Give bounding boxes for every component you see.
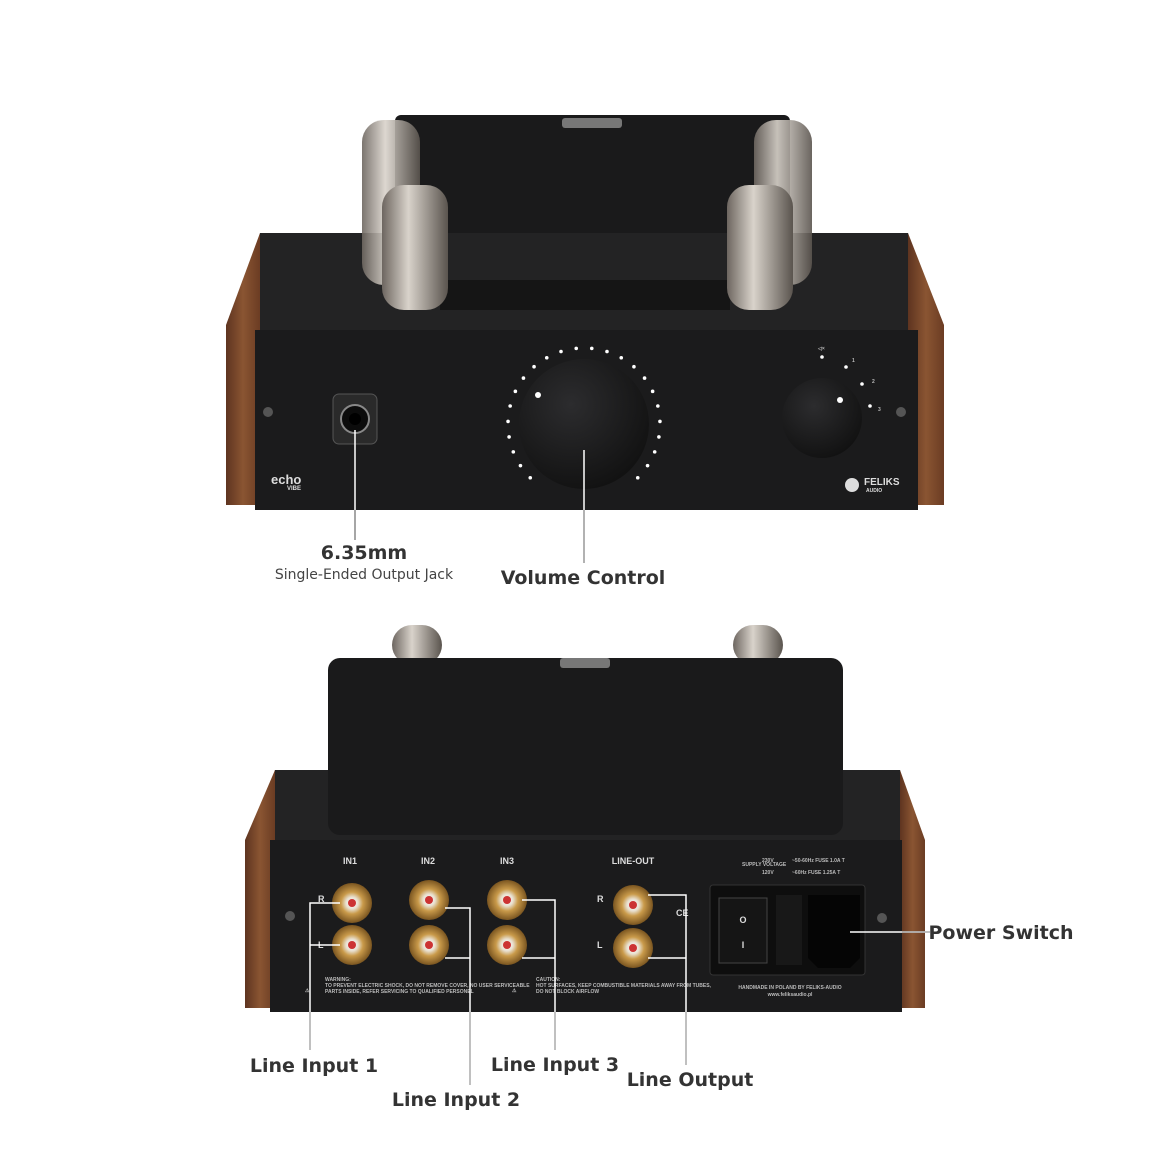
feliks-logo-icon [845,478,859,492]
selector-mark: 3 [878,407,881,413]
callout-line-output: Line Output [627,1069,754,1091]
iec-power-socket[interactable] [808,895,860,968]
screw [896,407,906,417]
website-text: www.feliksaudio.pl [767,992,813,998]
label-in1: IN1 [343,856,357,866]
wood-side-left [245,770,275,1008]
callout-jack-subtitle: Single-Ended Output Jack [275,567,454,583]
supply-120-spec: ~60Hz FUSE 1.25A T [792,870,840,876]
supply-120: 120V [762,870,774,876]
volume-scale-dot [658,419,662,424]
handmade-text: HANDMADE IN POLAND BY FELIKS-AUDIO [738,985,841,991]
volume-scale-dot [518,463,523,468]
feliks-logo-sub: AUDIO [866,488,882,494]
volume-scale-dot [521,376,526,380]
rca-jack[interactable] [613,885,653,925]
callout-line-input-2: Line Input 2 [392,1089,520,1111]
vent-grille [440,280,730,310]
volume-scale-dot [645,463,650,468]
volume-scale-dot [511,450,516,454]
volume-scale-dot [652,450,657,454]
screw [263,407,273,417]
feliks-logo: FELIKS [864,477,900,488]
vacuum-tubes [362,120,812,310]
rca-jack[interactable] [487,925,527,965]
rca-jacks [332,880,653,968]
tube [382,185,448,310]
rca-jack[interactable] [332,925,372,965]
label-l: L [597,940,603,950]
volume-scale-dot [632,364,636,369]
supply-230-spec: ~50-60Hz FUSE 1.0A T [792,858,845,864]
label-r: R [597,894,604,904]
power-switch[interactable]: O I [718,897,768,964]
rca-jack[interactable] [613,928,653,968]
warning-title: WARNING: [325,977,351,983]
echo-logo-sub: VIBE [287,486,301,492]
volume-scale-dot [589,346,594,351]
top-badge [562,118,622,128]
rca-jack[interactable] [487,880,527,920]
callout-power-switch: Power Switch [928,922,1073,944]
volume-scale-dot [508,404,512,408]
rca-jack[interactable] [409,925,449,965]
power-module: O I [709,884,866,976]
callout-line-input-1: Line Input 1 [250,1055,378,1077]
front-view: ◁× 1 2 3 echo VIBE FELIKS AUDIO 6.35mm S… [226,115,944,589]
volume-scale-dot [506,419,510,424]
volume-scale-dot [650,389,655,394]
wood-side-right [900,770,925,1008]
volume-scale-dot [532,364,536,369]
input-selector-knob[interactable] [782,378,862,458]
volume-scale-dot [513,389,518,394]
transformer-cover [328,658,843,835]
label-line-out: LINE-OUT [612,856,655,866]
rca-jack[interactable] [409,880,449,920]
warning-text: PARTS INSIDE, REFER SERVICING TO QUALIFI… [325,989,474,995]
supply-230: 230V [762,858,774,864]
caution-text: DO NOT BLOCK AIRFLOW [536,989,599,995]
volume-scale-dot [559,349,563,354]
mute-icon: ◁× [817,346,825,352]
caution-text: HOT SURFACES, KEEP COMBUSTIBLE MATERIALS… [536,983,712,989]
tube [733,625,783,665]
volume-scale-dot [656,404,660,408]
caution-title: CAUTION: [536,977,561,983]
callout-volume: Volume Control [501,567,666,589]
volume-scale-dot [619,355,624,360]
switch-on-mark: I [742,940,745,950]
supply-label: SUPPLY VOLTAGE [742,862,787,868]
callout-line-input-3: Line Input 3 [491,1054,619,1076]
volume-scale-dot [574,346,579,351]
volume-scale-dot [507,435,511,439]
selector-mark: 1 [852,358,855,364]
wood-side-left [226,233,260,505]
volume-scale-dot [528,475,533,480]
tube [392,625,442,665]
volume-scale-dot [635,475,640,480]
label-r: R [318,894,325,904]
warning-text: TO PREVENT ELECTRIC SHOCK, DO NOT REMOVE… [325,983,530,989]
volume-scale-dot [605,349,609,354]
tube [727,185,793,310]
warning-triangle-icon: ⚠ [305,988,310,994]
fuse-holder [776,895,802,965]
label-in3: IN3 [500,856,514,866]
volume-scale-dot [642,376,647,380]
volume-knob[interactable] [506,346,662,489]
volume-scale-dot [544,355,549,360]
switch-off-mark: O [739,915,746,925]
rca-jack[interactable] [332,883,372,923]
volume-scale-dot [657,435,661,439]
callout-jack-title: 6.35mm [321,542,407,564]
caution-triangle-icon: ⚠ [512,988,517,994]
headphone-jack[interactable] [332,393,378,445]
selector-mark: 2 [872,379,875,385]
ce-mark: CE [676,908,689,918]
echo-logo: echo [271,472,301,487]
label-in2: IN2 [421,856,435,866]
rear-view: IN1 IN2 IN3 LINE-OUT R L R L CE SUPPLY V… [245,625,1074,1111]
